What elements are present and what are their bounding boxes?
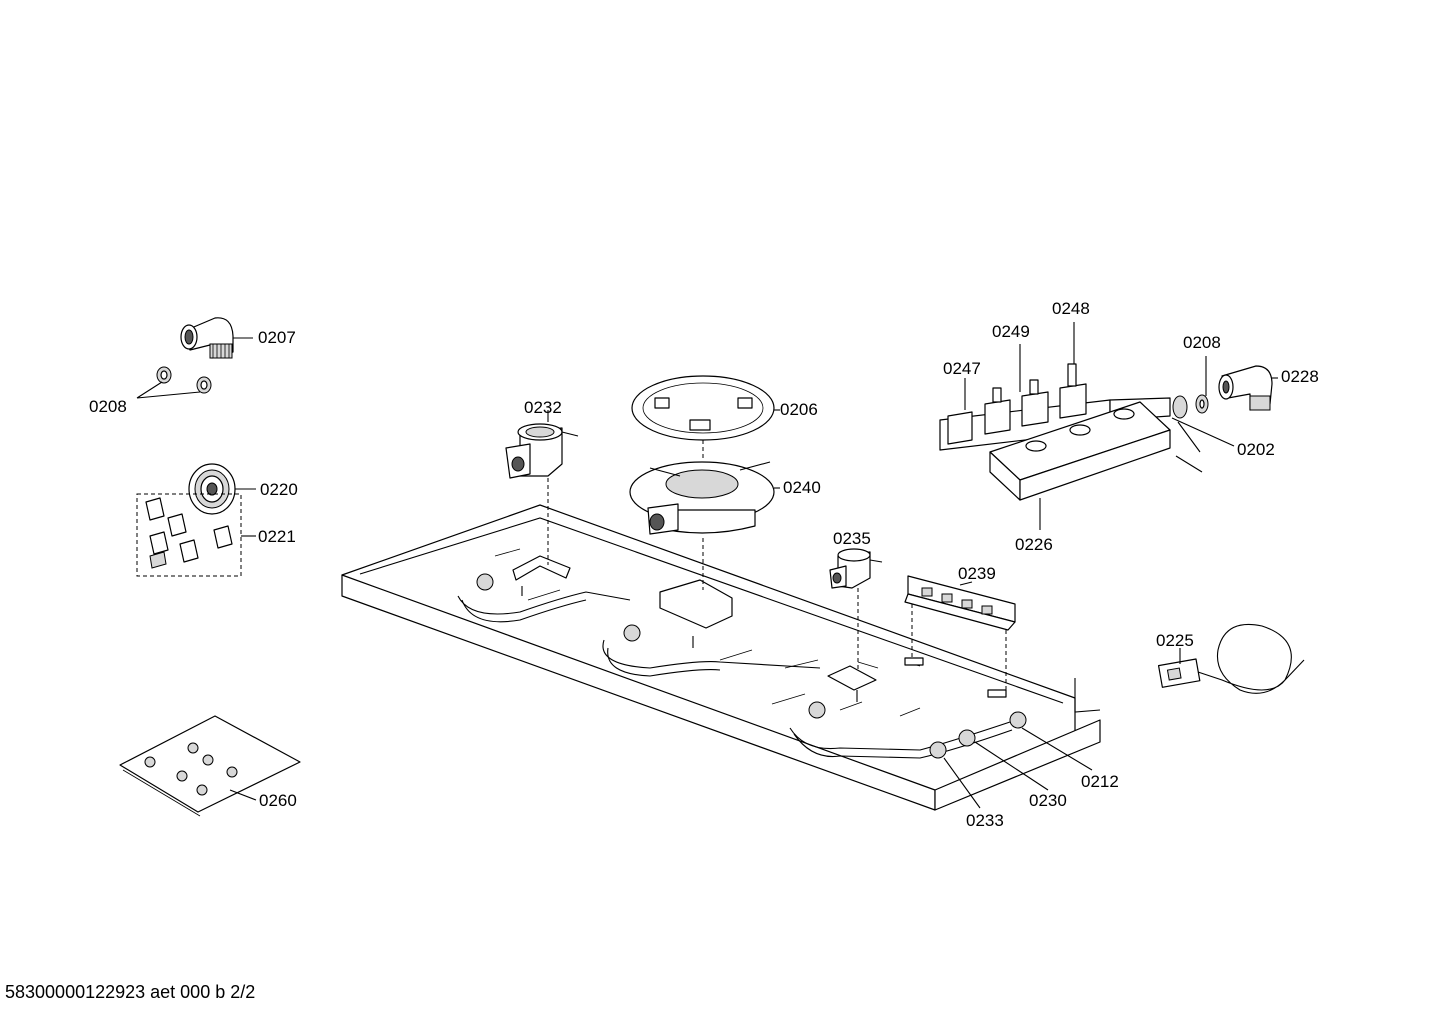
label-0239: 0239: [958, 564, 996, 583]
part-0232-injector: [505, 410, 579, 565]
label-0208-right: 0208: [1183, 333, 1221, 352]
label-0207: 0207: [258, 328, 296, 347]
part-0260-jets-bag: [119, 715, 301, 817]
label-0206: 0206: [780, 400, 818, 419]
part-0207-elbow: [180, 317, 253, 359]
label-0232: 0232: [524, 398, 562, 417]
label-0230: 0230: [1029, 791, 1067, 810]
part-0240-burner-base: [629, 461, 780, 590]
part-0208-washer-right: [1195, 356, 1209, 414]
part-0225-cable: [1157, 623, 1305, 694]
label-0248: 0248: [1052, 299, 1090, 318]
document-footer-id: 58300000122923 aet 000 b 2/2: [5, 982, 256, 1002]
part-valve-assembly: [939, 322, 1188, 451]
label-0235: 0235: [833, 529, 871, 548]
part-0239-switch-block: [904, 575, 1016, 692]
label-0233: 0233: [966, 811, 1004, 830]
label-0228: 0228: [1281, 367, 1319, 386]
label-0240: 0240: [783, 478, 821, 497]
label-0249: 0249: [992, 322, 1030, 341]
main-tray: [341, 504, 1101, 811]
part-0220-knob: [188, 463, 256, 515]
label-0225: 0225: [1156, 631, 1194, 650]
label-0226: 0226: [1015, 535, 1053, 554]
part-0235-injector: [829, 548, 883, 672]
part-0206-ring: [631, 375, 780, 458]
part-0208-washers-left: [136, 366, 212, 399]
part-0202-screws: [1171, 417, 1235, 473]
part-0228-elbow: [1218, 365, 1278, 411]
leader-lines: [943, 727, 1093, 809]
label-0247: 0247: [943, 359, 981, 378]
label-0260: 0260: [259, 791, 297, 810]
part-0221-clips: [136, 493, 256, 577]
label-0202: 0202: [1237, 440, 1275, 459]
label-0212: 0212: [1081, 772, 1119, 791]
label-0221: 0221: [258, 527, 296, 546]
label-0220: 0220: [260, 480, 298, 499]
part-0226-bracket: [989, 401, 1171, 530]
label-0208-left: 0208: [89, 397, 127, 416]
